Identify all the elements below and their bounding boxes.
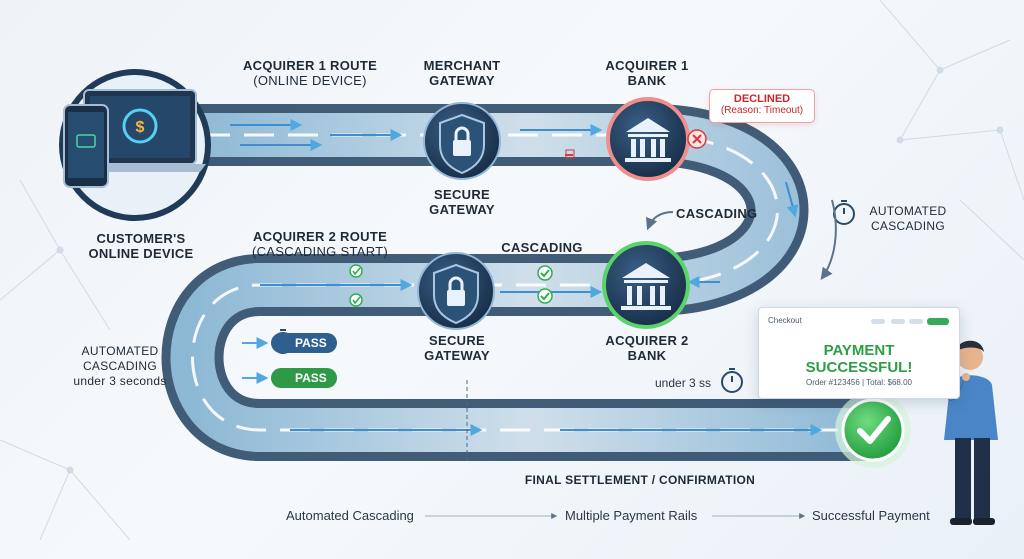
checkout-toolbar-pill (891, 319, 905, 324)
acquirer2-route-label: ACQUIRER 2 ROUTE (CASCADING START) (235, 229, 405, 259)
customer-person-figure (944, 340, 998, 525)
order-summary: Order #123456 | Total: $68.00 (805, 378, 912, 387)
cascading-right-label: CASCADING (676, 206, 758, 221)
automated-cascading-left-title: AUTOMATED CASCADING (81, 344, 159, 373)
under-3-seconds-label: under 3 seconds (73, 374, 167, 388)
automated-cascading-left-label: AUTOMATED CASCADING under 3 seconds (60, 329, 180, 404)
checkout-header: Checkout (768, 316, 802, 325)
acquirer2-bank-icon (602, 241, 690, 329)
secure-gateway-top-label: SECURE GATEWAY (429, 187, 495, 217)
acquirer1-bank-label: ACQUIRER 1 BANK (605, 58, 689, 88)
secure-gateway-bottom-label: SECURE GATEWAY (424, 333, 490, 363)
acquirer1-route-sub: (ONLINE DEVICE) (253, 73, 367, 88)
success-check-icon (835, 392, 911, 468)
customer-device-label: CUSTOMER'S ONLINE DEVICE (88, 231, 194, 261)
automated-cascading-right-label: AUTOMATED CASCADING (869, 204, 947, 233)
acquirer1-route-title: ACQUIRER 1 ROUTE (242, 58, 378, 73)
under-3-ss-label: under 3 ss (655, 376, 712, 390)
footer-step-successful-payment: Successful Payment (812, 508, 930, 523)
acquirer2-bank-label: ACQUIRER 2 BANK (605, 333, 689, 363)
checkout-toolbar-pill (909, 319, 923, 324)
merchant-gateway-label: MERCHANT GATEWAY (423, 58, 501, 88)
secure-gateway-shield-icon (417, 252, 495, 330)
footer-step-multiple-rails: Multiple Payment Rails (565, 508, 698, 523)
declined-reason: (Reason: Timeout) (720, 105, 804, 116)
customer-device-icon: $ (59, 69, 211, 221)
footer-step-automated-cascading: Automated Cascading (286, 508, 414, 523)
declined-title: DECLINED (733, 93, 791, 105)
background-network (0, 0, 1024, 541)
cascading-mid-label: CASCADING (501, 240, 583, 255)
checkout-toolbar-pill (871, 319, 885, 324)
checkout-action-button[interactable] (927, 318, 949, 325)
rail-arrows (230, 119, 823, 436)
acquirer2-route-title: ACQUIRER 2 ROUTE (252, 229, 388, 244)
declined-badge: DECLINED (Reason: Timeout) (709, 89, 815, 123)
rail-check-icons (349, 264, 553, 307)
merchant-gateway-shield-icon (423, 102, 501, 180)
svg-text:$: $ (136, 119, 145, 136)
acquirer1-bank-icon (565, 97, 707, 181)
final-settlement-label: FINAL SETTLEMENT / CONFIRMATION (524, 473, 756, 487)
payment-successful-title: PAYMENT SUCCESSFUL! (805, 342, 913, 376)
automated-cascading-arrow (820, 199, 837, 280)
cascading-arrow (645, 211, 674, 231)
checkout-window: Checkout PAYMENT SUCCESSFUL! Order #1234… (758, 307, 960, 399)
acquirer2-route-sub: (CASCADING START) (251, 244, 389, 259)
acquirer1-route-label: ACQUIRER 1 ROUTE (ONLINE DEVICE) (225, 58, 395, 88)
pass-badge-2: PASS (271, 368, 337, 388)
pass-badge-1: PASS (271, 333, 337, 353)
